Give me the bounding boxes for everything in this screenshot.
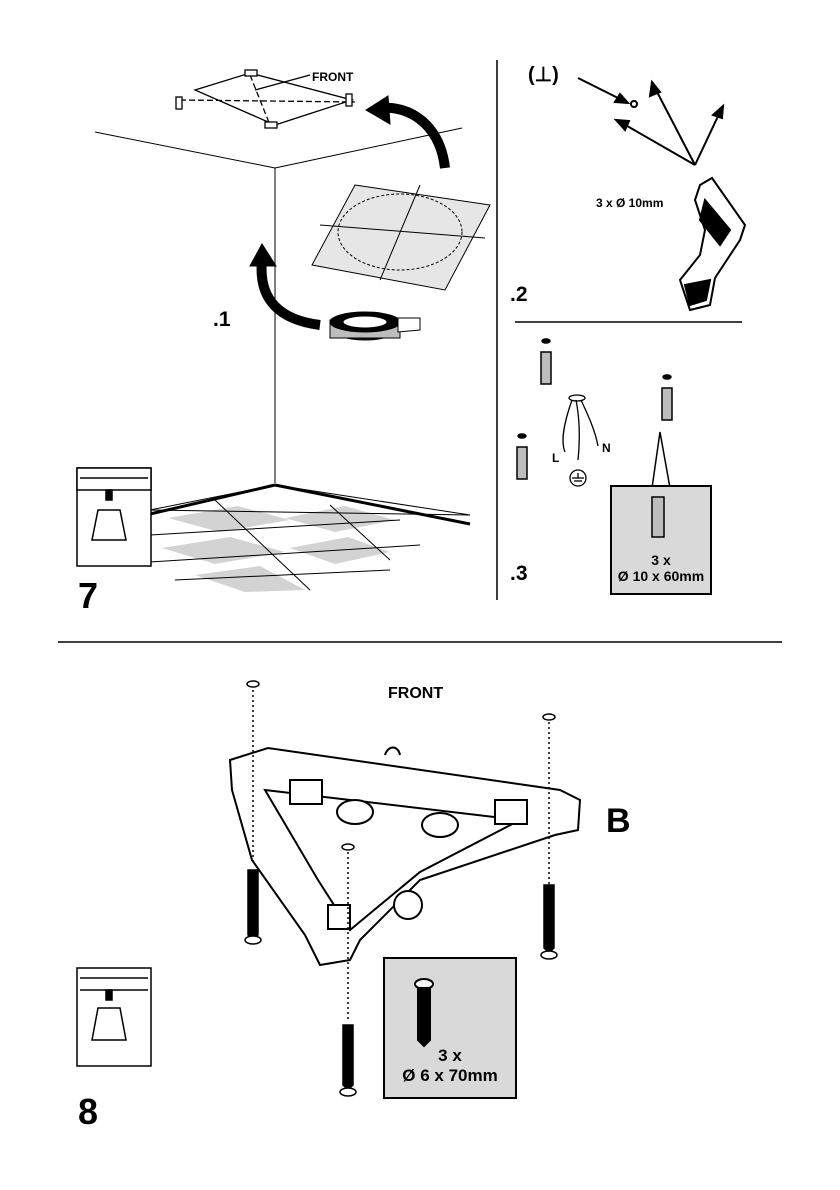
wall-plugs: [516, 338, 673, 480]
plug-box-line1: 3 x: [651, 552, 671, 568]
screw-lines: [252, 690, 550, 1020]
screws: [244, 680, 558, 1097]
step-8-number: 8: [78, 1091, 99, 1132]
front-label-ceiling: FRONT: [312, 70, 354, 84]
wire-l-label: L: [552, 451, 560, 465]
substep-2-label: .2: [510, 283, 528, 306]
plug-callout: [610, 431, 712, 595]
electrical-wires: [562, 394, 599, 487]
template-sheet: [311, 184, 491, 291]
lamp-icon-8: [76, 967, 152, 1067]
drill-hole-arrows: [577, 77, 725, 166]
drill-spec-label: 3 x Ø 10mm: [596, 196, 664, 210]
screw-box-line1: 3 x: [438, 1046, 462, 1065]
plug-box-line2: Ø 10 x 60mm: [617, 568, 705, 584]
tape-roll: [329, 311, 421, 341]
lamp-icon-7: [76, 467, 152, 567]
arrows-to-ceiling: [249, 95, 450, 330]
wire-n-label: N: [602, 441, 611, 455]
front-label-bracket: FRONT: [388, 685, 444, 702]
ceiling-template-drawing: [175, 69, 356, 129]
substep-3-label: .3: [510, 562, 528, 585]
room-corner-drawing: [94, 127, 471, 592]
screw-box-line2: Ø 6 x 70mm: [402, 1066, 498, 1085]
mounting-bracket: [228, 746, 582, 967]
step-7-number: 7: [78, 575, 99, 616]
screw-box-text: 3 x Ø 6 x 70mm: [384, 1046, 516, 1086]
substep-1-label: .1: [213, 308, 231, 331]
earth-symbol: (⊥): [528, 64, 559, 86]
screw-callout: [383, 957, 517, 1099]
part-b-label: B: [606, 802, 631, 840]
drill-tool: [678, 176, 747, 312]
plug-box-text: 3 x Ø 10 x 60mm: [611, 552, 711, 584]
